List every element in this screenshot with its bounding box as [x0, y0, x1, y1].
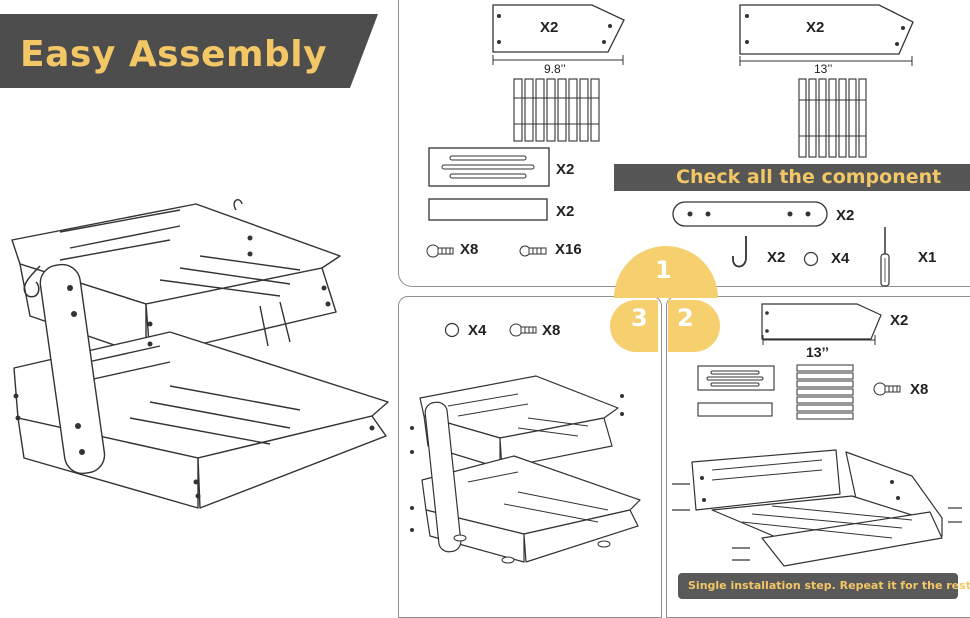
- plain-bar-icon: [697, 402, 773, 417]
- washer-qty: X4: [831, 250, 850, 267]
- slot-panel-icon: [697, 365, 775, 391]
- assembled-rack-illustration: [11, 199, 389, 509]
- hook-icon: [732, 236, 747, 268]
- slats-small-icon: [513, 78, 600, 142]
- page-title: Easy Assembly: [20, 34, 328, 75]
- title-banner-shape: [0, 14, 378, 88]
- dimension-line: [739, 56, 913, 66]
- step3-washer-qty: X4: [468, 322, 487, 339]
- side-board-small-qty: X2: [540, 19, 559, 36]
- washer-icon: [444, 322, 460, 338]
- washer-icon: [803, 251, 819, 267]
- step-2-badge: [668, 300, 720, 352]
- side-board-small-icon: [492, 4, 625, 53]
- step3-assembly-illustration: [410, 375, 641, 564]
- step2-board-dimension: 13’’: [806, 344, 829, 360]
- check-banner-text: Check all the component: [676, 166, 942, 188]
- plain-bar-qty: X2: [556, 203, 575, 220]
- side-board-large-icon: [739, 4, 914, 55]
- step2-screw-qty: X8: [910, 381, 929, 398]
- side-board-small-dimension: 9.8’’: [544, 62, 566, 76]
- step-3-badge: [610, 300, 658, 352]
- screw-large-icon: [509, 323, 537, 337]
- instruction-note: [678, 573, 958, 599]
- screw-small-icon: [519, 245, 547, 257]
- check-banner: [614, 164, 970, 191]
- side-board-large-qty: X2: [806, 19, 825, 36]
- screw-large-icon: [426, 244, 454, 258]
- screw-large-icon: [873, 382, 901, 396]
- screw-large-qty: X8: [460, 241, 479, 258]
- step2-board-qty: X2: [890, 312, 909, 329]
- screw-small-qty: X16: [555, 241, 582, 258]
- step-1-number: 1: [655, 256, 672, 284]
- slats-icon: [796, 364, 854, 420]
- slot-panel-qty: X2: [556, 161, 575, 178]
- instruction-note-text: Single installation step. Repeat it for …: [688, 579, 970, 592]
- side-strip-icon: [672, 201, 828, 227]
- screwdriver-icon: [880, 227, 890, 287]
- step-3-number: 3: [631, 304, 648, 332]
- side-board-large-dimension: 13’’: [814, 62, 833, 76]
- title-banner: Easy Assembly: [0, 14, 380, 88]
- hook-qty: X2: [767, 249, 786, 266]
- dimension-line: [492, 55, 624, 65]
- plain-bar-icon: [428, 198, 548, 221]
- step3-screw-qty: X8: [542, 322, 561, 339]
- side-strip-qty: X2: [836, 207, 855, 224]
- side-board-large-icon: [761, 303, 882, 340]
- dimension-line: [762, 335, 876, 345]
- step2-assembly-illustration: [672, 449, 962, 567]
- slats-large-icon: [798, 78, 867, 158]
- slot-panel-icon: [428, 147, 550, 187]
- screwdriver-qty: X1: [918, 249, 937, 266]
- step-2-number: 2: [677, 304, 694, 332]
